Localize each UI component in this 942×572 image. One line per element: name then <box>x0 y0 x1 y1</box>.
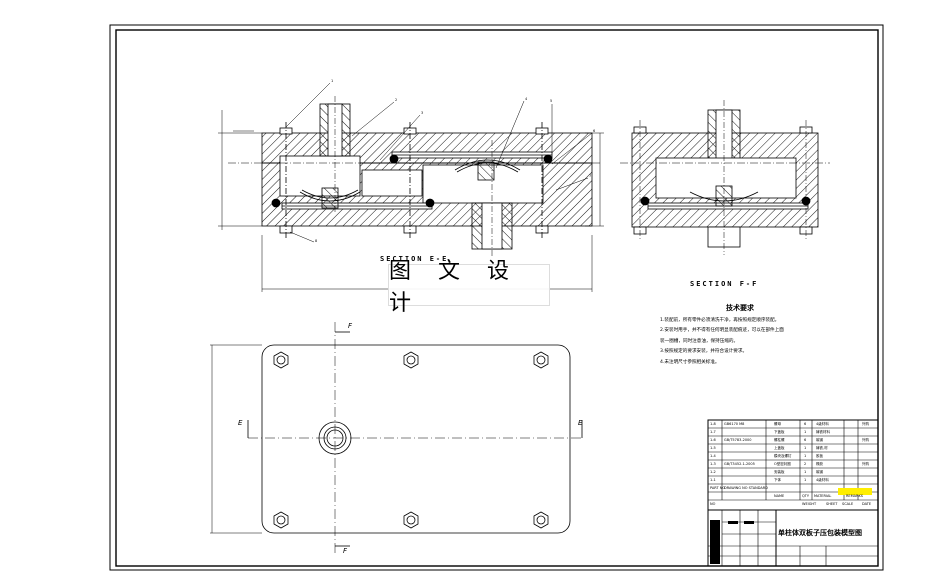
technical-requirements-title: 技术要求 <box>726 304 754 312</box>
section-mark-e-right: E <box>578 419 583 427</box>
tech-note-line: 3.按照规定的要求安装，并符合设计要求。 <box>660 349 748 354</box>
bom-qty: 1 <box>804 430 807 434</box>
bom-no: 1-6 <box>710 438 716 442</box>
bom-name: O型密封圈 <box>774 462 791 466</box>
bom-material: 碳钢 <box>816 438 823 442</box>
bom-qty: 6 <box>804 422 807 426</box>
bom-name: 模块及螺钉 <box>774 454 792 458</box>
bom-no: 1-5 <box>710 446 716 450</box>
plan-view <box>210 322 583 556</box>
title-sheet-label: SHEET <box>826 502 838 506</box>
inner-border <box>115 29 879 567</box>
callout-3: 3 <box>421 111 424 115</box>
callout-4: 4 <box>525 97 528 101</box>
callout-1: 1 <box>331 79 334 83</box>
bom-material: 碳钢 <box>816 470 823 474</box>
outer-border <box>109 24 884 571</box>
bom-no: 1-1 <box>710 478 716 482</box>
bom-material: 4级材料 <box>816 422 829 426</box>
section-ff-view <box>620 100 830 255</box>
section-mark-f-top: F <box>348 322 353 330</box>
bom-header-name: NAME <box>774 494 785 498</box>
callout-7: 7 <box>589 174 592 178</box>
bolt-heads <box>273 351 549 529</box>
bom-name: 上盖板 <box>774 446 785 450</box>
bom-note: 外购 <box>862 462 869 466</box>
bom-no: 1-3 <box>710 462 716 466</box>
bom-material: 胶板 <box>816 454 823 458</box>
drawing-title: 单柱体双板子压包装模型图 <box>778 529 862 537</box>
bom-no: 1-8 <box>710 422 716 426</box>
bom-code: GB/T3452.1-2005 <box>724 462 755 466</box>
technical-requirements: 技术要求 1.装配前，所有零件必须清洗干净，再按照规定顺序装配。 2.安装时用手… <box>660 303 810 368</box>
bom-name: 螺柱螺 <box>774 438 785 442</box>
bom-qty: 1 <box>804 478 807 482</box>
bom-qty: 1 <box>804 454 807 458</box>
bom-header-remarks: REMARKS <box>846 494 864 498</box>
callout-8: 8 <box>315 239 318 243</box>
title-block <box>707 419 879 567</box>
bom-note: 外购 <box>862 422 869 426</box>
bom-name: 螺母 <box>774 422 781 426</box>
callout-2: 2 <box>395 98 398 102</box>
bom-header-material: MATERIAL <box>814 494 832 498</box>
bom-name: 下盖板 <box>774 430 785 434</box>
callout-5: 5 <box>550 99 553 103</box>
tech-note-line: 4.未注明尺寸参照相关标准。 <box>660 359 720 365</box>
bom-code: GB/T5783-2000 <box>724 438 752 442</box>
callout-6: 6 <box>593 129 596 133</box>
bom-note: 外购 <box>862 438 869 442</box>
bom-name: 安装板 <box>774 470 785 474</box>
section-ee-title: SECTION E-E <box>380 255 449 263</box>
bom-header-qty: QTY <box>802 494 810 498</box>
bom-material: 铸铁材料 <box>816 430 830 434</box>
bom-no: 1-4 <box>710 454 716 458</box>
bom-material: 铸铁,材 <box>816 446 828 450</box>
bom-qty: 2 <box>804 462 807 466</box>
title-scale-label: SCALE <box>842 502 854 506</box>
section-ff-title: SECTION F-F <box>690 280 759 288</box>
section-mark-f-bottom: F <box>343 547 348 555</box>
title-no-label: NO <box>710 502 716 506</box>
bom-no: 1-7 <box>710 430 716 434</box>
bom-qty: 1 <box>804 470 807 474</box>
bom-material: 4级材料 <box>816 478 829 482</box>
bom-code: GB6170 M8 <box>724 422 745 426</box>
title-date-label: DATE <box>862 502 872 506</box>
section-mark-e-left: E <box>238 419 243 427</box>
watermark-label: 图 文 设 计 <box>388 259 550 316</box>
section-ee-view <box>218 82 604 292</box>
bom-material: 橡胶 <box>816 462 823 466</box>
tech-note-line: 2.安装时用手，并不得有任何明显装配痕迹，可以在部件上面 <box>660 328 784 333</box>
bom-qty: 6 <box>804 438 807 442</box>
bom-header-part-no: PART NO <box>710 486 726 490</box>
title-weight-label: WEIGHT <box>802 502 817 506</box>
bom-name: 下体 <box>774 478 781 482</box>
tech-note-line: 1.装配前，所有零件必须清洗干净，再按照规定顺序装配。 <box>660 317 780 323</box>
bom-no: 1-2 <box>710 470 716 474</box>
bom-qty: 1 <box>804 446 807 450</box>
bom-header-drawing-no: DRAWING NO STANDARD <box>724 486 768 490</box>
tech-note-line: 装一圈槽，同时注意油，保持压缩的。 <box>660 338 739 344</box>
